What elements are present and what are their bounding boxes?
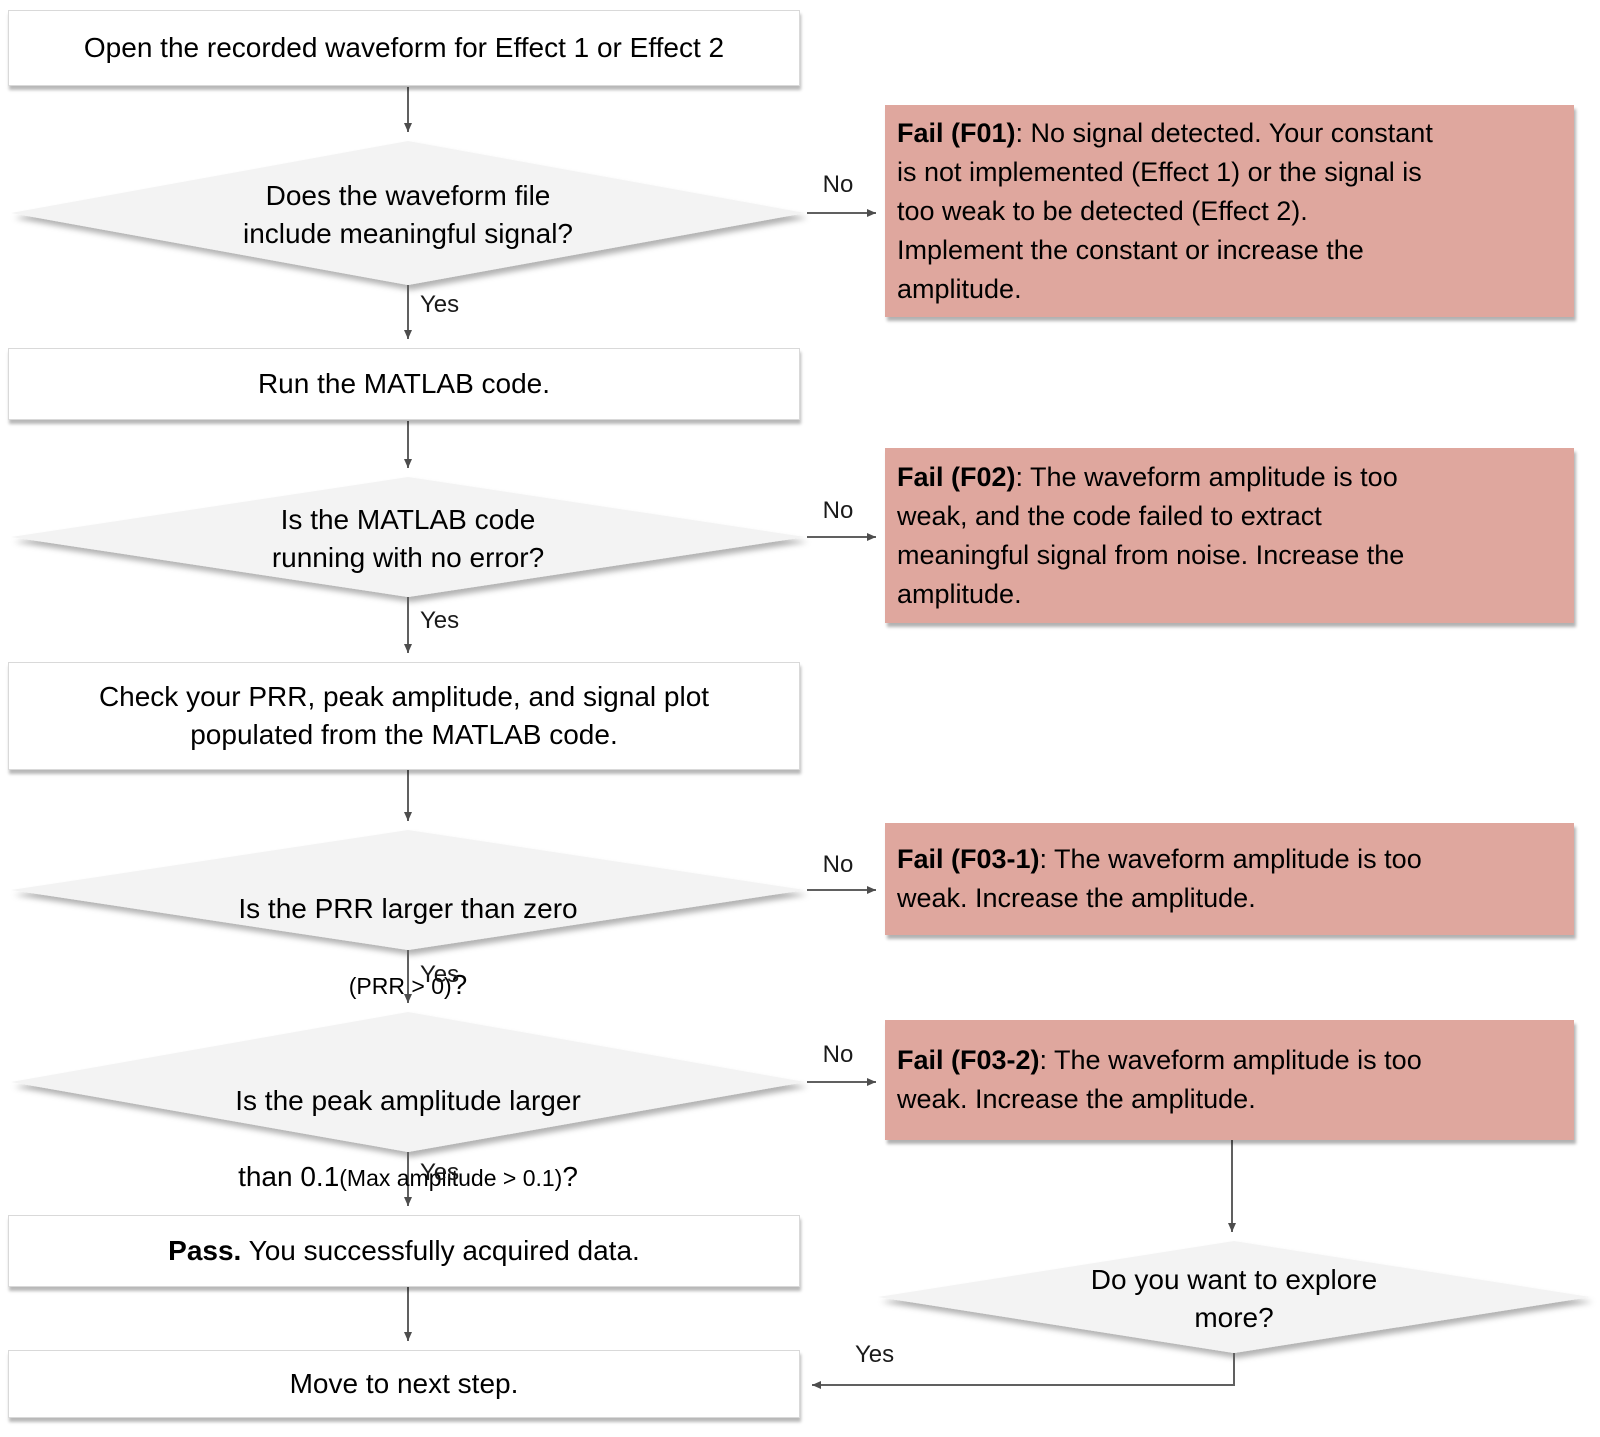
decision-peak-diamond (11, 1012, 805, 1152)
edge-label-prr-no: No (822, 851, 854, 878)
decision-signal-diamond (11, 141, 805, 285)
edge-label-signal-yes: Yes (420, 291, 460, 318)
fail-f02-text: Fail (F02): The waveform amplitude is to… (897, 461, 1405, 609)
edge-label-signal-no: No (822, 171, 854, 198)
decision-prr-diamond (11, 830, 805, 950)
fail-f03-2-box: Fail (F03-2): The waveform amplitude is … (885, 1020, 1574, 1140)
decision-peak-label: Is the peak amplitude larger than 0.1(Ma… (235, 1085, 581, 1192)
run-code-label: Run the MATLAB code. (257, 368, 551, 399)
edge-label-no-error-yes: Yes (420, 607, 460, 634)
decision-explore-diamond (878, 1241, 1590, 1353)
fail-f03-1-box: Fail (F03-1): The waveform amplitude is … (885, 823, 1574, 935)
fail-f02-box: Fail (F02): The waveform amplitude is to… (885, 448, 1574, 623)
move-next-label: Move to next step. (289, 1368, 519, 1399)
fail-f01-text: Fail (F01): No signal detected. Your con… (897, 117, 1433, 304)
edge-label-peak-yes: Yes (420, 1159, 460, 1186)
decision-no-error-diamond (11, 477, 805, 597)
decision-explore-label: Do you want to explore more? (1090, 1264, 1378, 1333)
edge-label-peak-no: No (822, 1041, 854, 1068)
start-label: Open the recorded waveform for Effect 1 … (83, 32, 725, 63)
decision-prr-label: Is the PRR larger than zero (PRR > 0)? (238, 893, 578, 1000)
pass-box: Pass. You successfully acquired data. (8, 1215, 800, 1287)
check-outputs-label: Check your PRR, peak amplitude, and sign… (98, 681, 710, 750)
start-box: Open the recorded waveform for Effect 1 … (8, 10, 800, 86)
fail-f03-2-text: Fail (F03-2): The waveform amplitude is … (897, 1045, 1422, 1114)
check-outputs-box: Check your PRR, peak amplitude, and sign… (8, 662, 800, 770)
edge-label-prr-yes: Yes (420, 961, 460, 988)
decision-no-error-label: Is the MATLAB code running with no error… (271, 504, 545, 573)
fail-f01-box: Fail (F01): No signal detected. Your con… (885, 105, 1574, 317)
edge-label-explore-yes: Yes (855, 1341, 895, 1368)
run-code-box: Run the MATLAB code. (8, 348, 800, 420)
pass-label: Pass. You successfully acquired data. (168, 1235, 640, 1266)
fail-f03-1-text: Fail (F03-1): The waveform amplitude is … (897, 844, 1422, 913)
move-next-box: Move to next step. (8, 1350, 800, 1418)
arrow-explore-yes-to-move (812, 1353, 1235, 1389)
edge-label-no-error-no: No (822, 497, 854, 524)
decision-signal-label: Does the waveform file include meaningfu… (243, 180, 573, 249)
